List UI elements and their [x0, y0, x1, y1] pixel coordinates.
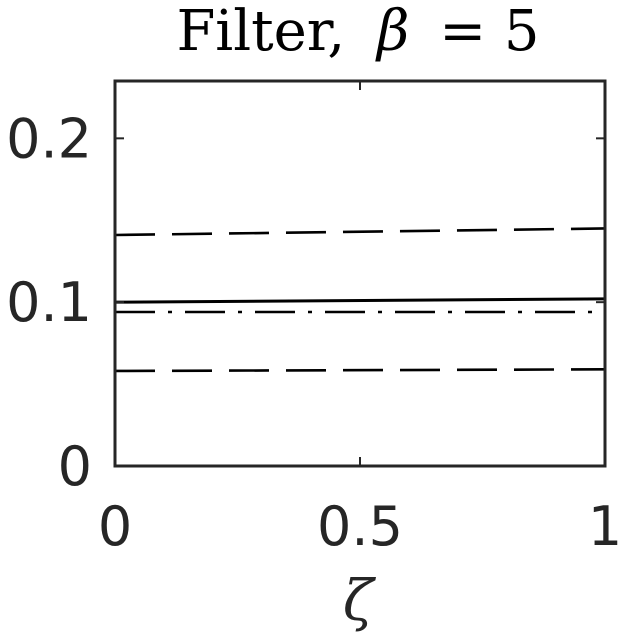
chart-title-prefix: Filter,: [176, 0, 345, 64]
x-axis-label: ζ: [343, 569, 377, 634]
plot-frame: [113, 79, 607, 468]
y-tick-label-1: 0: [58, 435, 92, 498]
chart-title-symbol: β: [375, 0, 409, 64]
x-tick-label-1: 0: [98, 495, 132, 558]
series-line-2-solid: [114, 297, 606, 304]
plot-area: 0 0.5 1 0 0.1 0.2: [6, 79, 618, 558]
x-tick-label-2: 0.5: [317, 495, 403, 558]
chart-title: Filter, β = 5: [176, 0, 539, 64]
y-tick-label-2: 0.1: [6, 271, 92, 334]
chart-title-suffix: = 5: [439, 0, 539, 64]
y-tick-label-3: 0.2: [6, 107, 92, 170]
x-tick-label-3: 1: [588, 495, 618, 558]
series-line-1-dashed: [114, 227, 606, 237]
series-line-4-dashed: [114, 368, 606, 373]
